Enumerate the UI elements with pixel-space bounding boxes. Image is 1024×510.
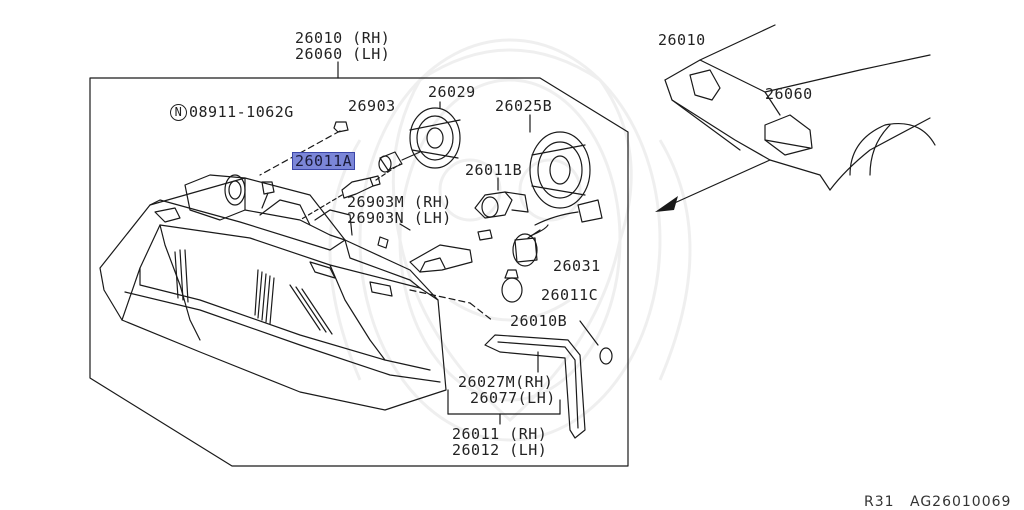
bracket-26903m xyxy=(377,223,493,273)
lamp-cover-26029 xyxy=(409,101,461,169)
socket-26031 xyxy=(512,224,549,267)
direction-arrow-icon xyxy=(669,159,771,206)
label-26903n[interactable]: 26903N (LH) xyxy=(347,209,452,227)
lens-bracket xyxy=(447,389,561,425)
footer-page-code: R31 xyxy=(864,494,895,510)
label-car-26010[interactable]: 26010 xyxy=(658,31,706,49)
label-26011a-highlighted[interactable]: 26011A xyxy=(292,152,356,170)
label-26011b[interactable]: 26011B xyxy=(465,161,523,179)
headlamp-housing xyxy=(99,174,447,411)
trim-26027m xyxy=(484,334,586,439)
socket-26903 xyxy=(378,151,421,173)
label-lens-rh[interactable]: 26011 (RH) xyxy=(452,425,548,443)
label-26903m[interactable]: 26903M (RH) xyxy=(347,193,452,211)
label-26077[interactable]: 26077(LH) xyxy=(470,389,556,407)
car-front-view xyxy=(664,24,936,191)
circle-n-icon: N xyxy=(170,104,187,121)
label-26010b[interactable]: 26010B xyxy=(510,312,568,330)
label-nut-part: 08911-1062G xyxy=(189,103,294,121)
label-assembly-rh[interactable]: 26010 (RH) xyxy=(295,29,391,47)
bulb-26011b xyxy=(474,177,529,219)
label-26031[interactable]: 26031 xyxy=(553,257,601,275)
seal-26010b xyxy=(579,320,613,365)
label-26029[interactable]: 26029 xyxy=(428,83,476,101)
footer-diagram-id: AG26010069 xyxy=(910,494,1012,510)
label-car-26060[interactable]: 26060 xyxy=(765,85,813,103)
bulb-26011a xyxy=(299,163,401,221)
label-26027m[interactable]: 26027M(RH) xyxy=(458,373,554,391)
label-26025b[interactable]: 26025B xyxy=(495,97,553,115)
label-lens-lh[interactable]: 26012 (LH) xyxy=(452,441,548,459)
bulb-26011c xyxy=(501,269,523,303)
diagram-frame xyxy=(89,77,629,467)
arrow-head xyxy=(655,196,678,212)
label-26903[interactable]: 26903 xyxy=(348,97,396,115)
label-26011c[interactable]: 26011C xyxy=(541,286,599,304)
label-assembly-lh[interactable]: 26060 (LH) xyxy=(295,45,391,63)
lamp-cover-26025b xyxy=(529,114,591,209)
